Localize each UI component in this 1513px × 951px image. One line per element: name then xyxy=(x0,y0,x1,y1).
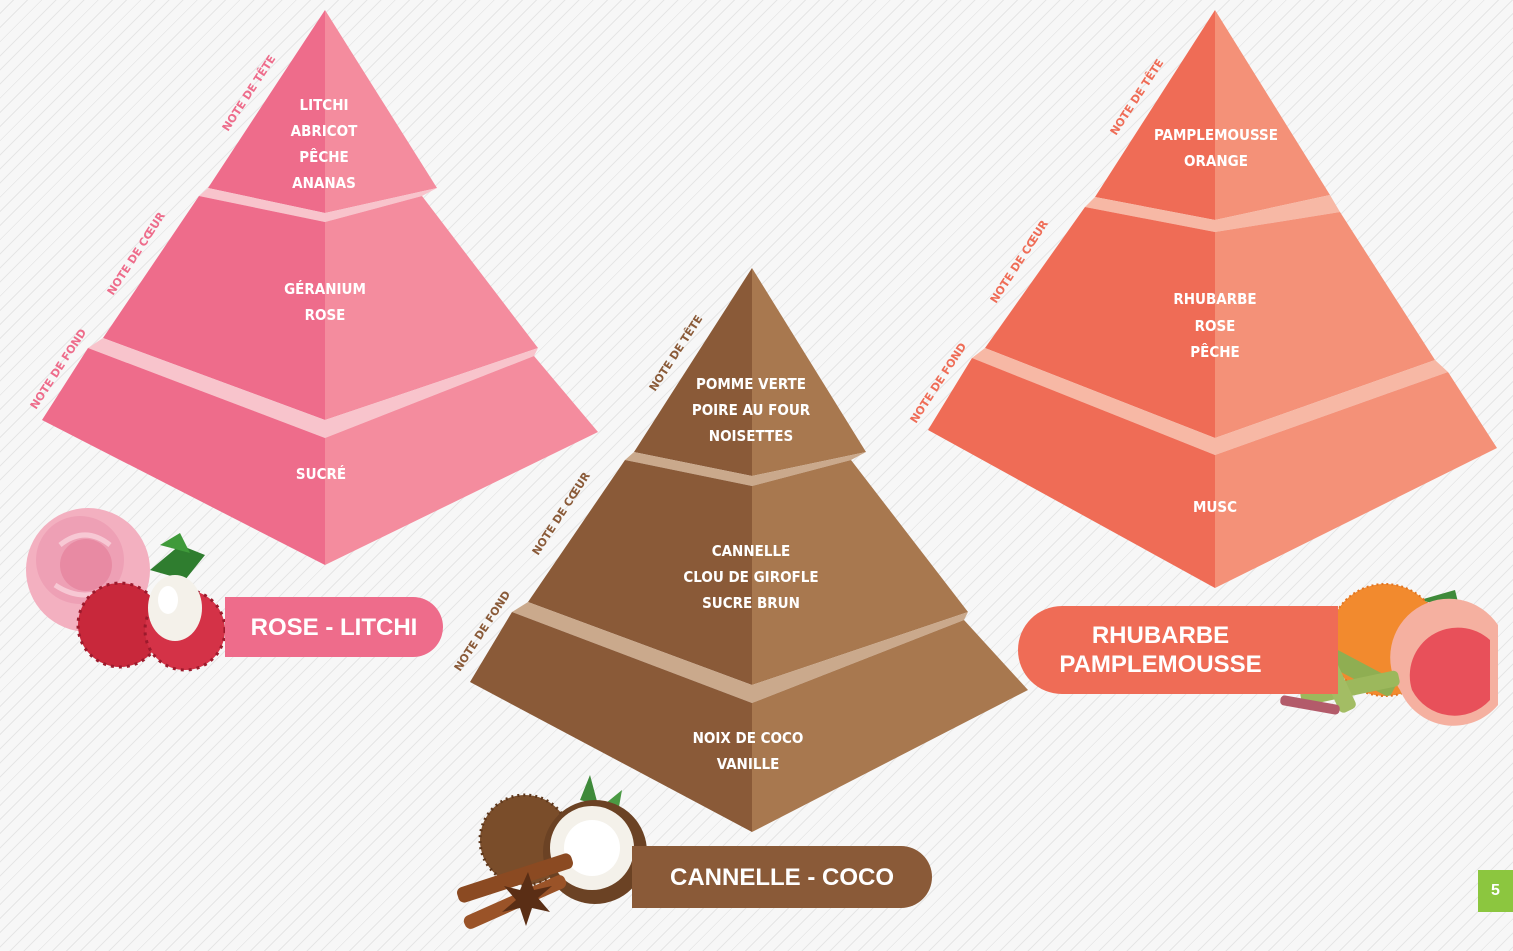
heart-note-2: ROSE xyxy=(305,306,346,324)
product-name-line-2: PAMPLEMOUSSE xyxy=(1059,651,1262,678)
top-note-2: POIRE AU FOUR xyxy=(692,401,811,419)
top-note-3: NOISETTES xyxy=(709,427,793,445)
page-number: 5 xyxy=(1478,870,1513,912)
heart-note-1: RHUBARBE xyxy=(1173,290,1256,308)
heart-note-2: CLOU DE GIROFLE xyxy=(683,568,818,586)
heart-note-3: PÊCHE xyxy=(1190,342,1240,361)
heart-note-1: CANNELLE xyxy=(712,542,791,560)
base-note-1: SUCRÉ xyxy=(296,464,346,483)
product-name-line-1: RHUBARBE xyxy=(1091,622,1230,649)
top-note-2: ABRICOT xyxy=(291,122,359,140)
top-note-1: POMME VERTE xyxy=(696,375,806,393)
heart-note-3: SUCRE BRUN xyxy=(702,594,800,612)
product-name-rhubarbe-pamplemousse: RHUBARBE PAMPLEMOUSSE xyxy=(1018,606,1338,694)
coconut-cinnamon-illustration xyxy=(457,775,647,929)
top-note-3: PÊCHE xyxy=(299,147,349,166)
product-name-rose-litchi: ROSE - LITCHI xyxy=(225,597,443,657)
base-note-1: NOIX DE COCO xyxy=(693,729,804,747)
rose-lychee-illustration xyxy=(26,508,227,672)
base-note-1: MUSC xyxy=(1193,498,1237,516)
top-note-4: ANANAS xyxy=(292,174,356,192)
top-note-1: LITCHI xyxy=(299,96,348,114)
base-note-2: VANILLE xyxy=(717,755,780,773)
heart-note-2: ROSE xyxy=(1195,317,1236,335)
heart-note-1: GÉRANIUM xyxy=(284,279,366,298)
top-note-1: PAMPLEMOUSSE xyxy=(1154,126,1278,144)
product-name-cannelle-coco: CANNELLE - COCO xyxy=(632,846,932,908)
top-note-2: ORANGE xyxy=(1184,152,1248,170)
grapefruit-rhubarb-illustration xyxy=(1280,583,1498,726)
